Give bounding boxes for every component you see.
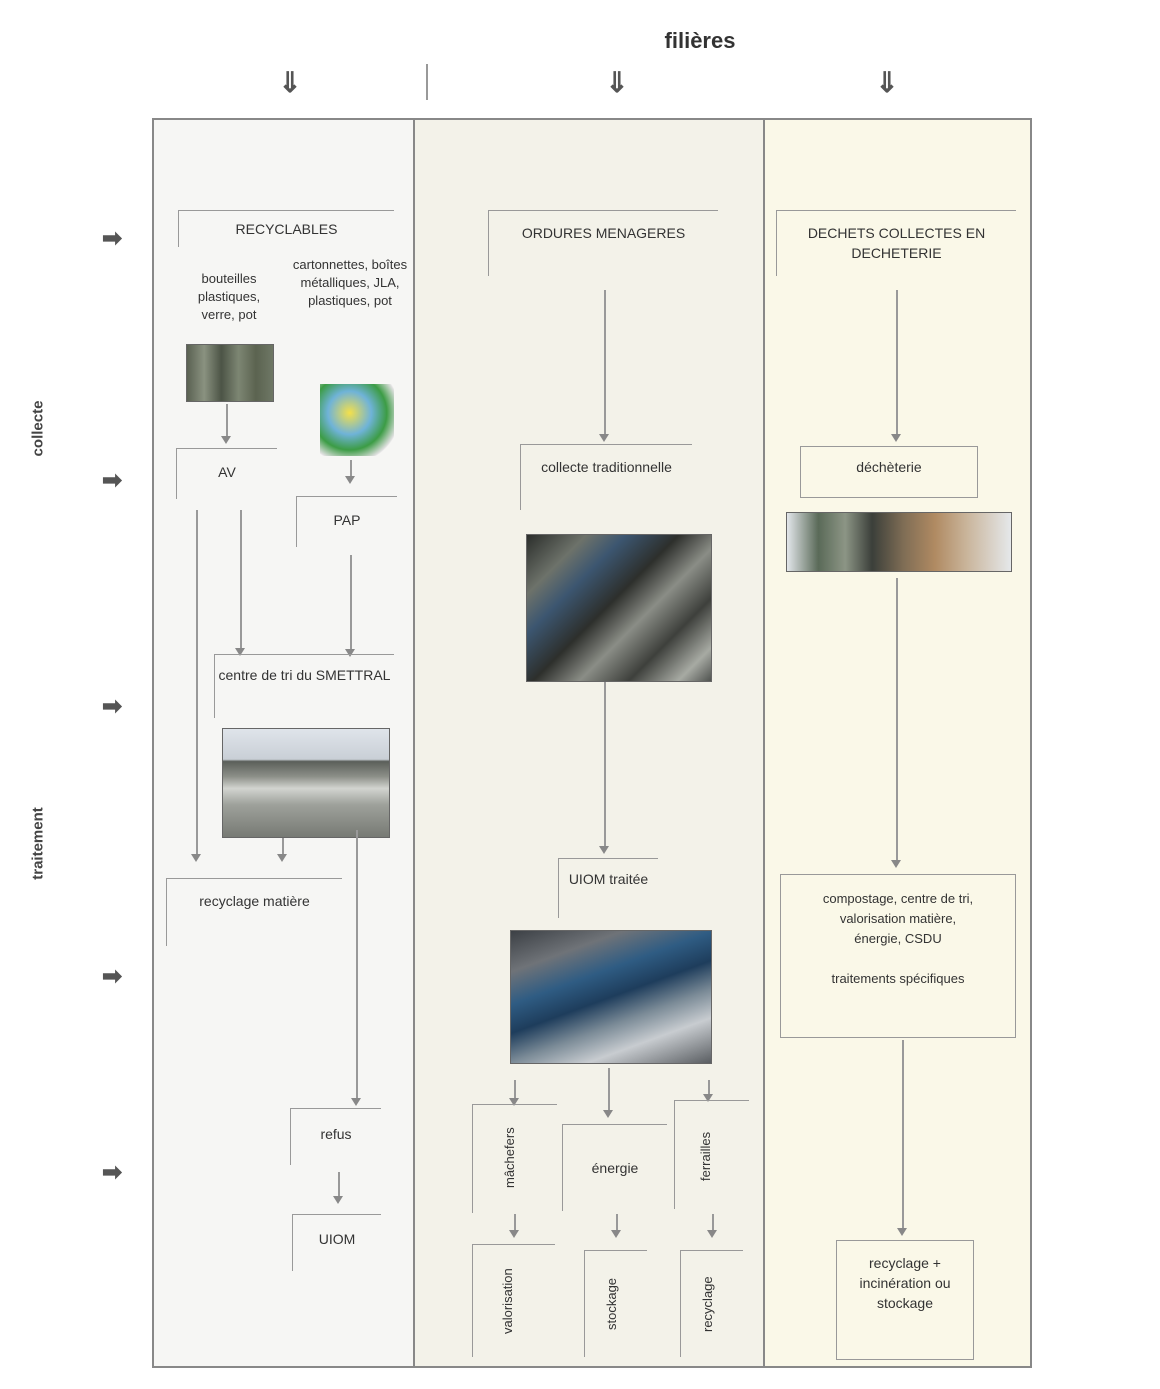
refus-box: refus xyxy=(290,1108,381,1165)
arrow-down-icon xyxy=(603,1110,613,1118)
down-arrow-icon: ⇓ xyxy=(605,67,629,98)
right-arrow-icon: ➡ xyxy=(102,467,123,494)
ferrailles-label: ferrailles xyxy=(698,1131,713,1181)
photo-containers xyxy=(186,344,274,402)
final-treatment-box: recyclage + incinération ou stockage xyxy=(836,1240,974,1360)
arrow-down-icon xyxy=(611,1230,621,1238)
valorisation-label: valorisation xyxy=(500,1268,515,1334)
photo-incineration-plant xyxy=(510,930,712,1064)
ordures-title: ORDURES MENAGERES xyxy=(488,210,718,276)
traitements-specifiques-label: traitements spécifiques xyxy=(831,971,965,986)
right-arrow-icon: ➡ xyxy=(102,1159,123,1186)
valorisation-box xyxy=(472,1244,555,1357)
arrow-down-icon xyxy=(351,1098,361,1106)
right-arrow-icon: ➡ xyxy=(102,963,123,990)
right-arrow-icon: ➡ xyxy=(102,693,123,720)
machefers-box xyxy=(472,1104,557,1213)
arrow-down-icon xyxy=(191,854,201,862)
arrow-down-icon xyxy=(897,1228,907,1236)
photo-recycle-bag xyxy=(320,384,394,456)
arrow-down-icon xyxy=(345,476,355,484)
header-divider xyxy=(426,64,428,100)
centre-tri-box: centre de tri du SMETTRAL xyxy=(214,654,394,718)
diagram-title: filières xyxy=(664,28,736,53)
decheterie-title: DECHETS COLLECTES EN DECHETERIE xyxy=(776,210,1016,276)
photo-collection-truck xyxy=(526,534,712,682)
ferrailles-box xyxy=(674,1100,749,1209)
arrow-down-icon xyxy=(277,854,287,862)
uiom-refus-box: UIOM xyxy=(292,1214,381,1271)
arrow-down-icon xyxy=(221,436,231,444)
arrow-down-icon xyxy=(509,1230,519,1238)
right-arrow-icon: ➡ xyxy=(102,225,123,252)
down-arrow-icon: ⇓ xyxy=(875,67,899,98)
recyclage-matiere-box: recyclage matière xyxy=(166,878,342,946)
arrow-down-icon xyxy=(703,1094,713,1102)
arrow-down-icon xyxy=(333,1196,343,1204)
column-decheterie xyxy=(764,118,1032,1368)
side-label-traitement: traitement xyxy=(29,807,47,880)
column-divider xyxy=(413,118,415,1368)
arrow-down-icon xyxy=(235,648,245,656)
pap-box: PAP xyxy=(296,496,397,547)
diagram-frame xyxy=(152,118,1032,1368)
recyclage-ferrailles-label: recyclage xyxy=(700,1276,715,1332)
machefers-label: mâchefers xyxy=(502,1127,517,1189)
down-arrow-icon: ⇓ xyxy=(278,67,302,98)
arrow-down-icon xyxy=(345,649,355,657)
energie-box: énergie xyxy=(562,1124,667,1211)
side-label-collecte: collecte xyxy=(29,400,47,457)
recyclables-sub-right: cartonnettes, boîtes métalliques, JLA, p… xyxy=(292,257,408,308)
arrow-down-icon xyxy=(891,434,901,442)
arrow-down-icon xyxy=(891,860,901,868)
recyclables-title: RECYCLABLES xyxy=(178,210,394,247)
photo-sorting-centre xyxy=(222,728,390,838)
arrow-down-icon xyxy=(707,1230,717,1238)
column-divider xyxy=(763,118,765,1368)
av-box: AV xyxy=(176,448,277,499)
traitement-decheterie-box: compostage, centre de tri, valorisation … xyxy=(780,874,1016,1038)
recyclables-sub-left: bouteilles plastiques, verre, pot xyxy=(197,271,261,322)
collecte-traditionnelle-box: collecte traditionnelle xyxy=(520,444,692,510)
stockage-label: stockage xyxy=(604,1277,619,1331)
arrow-down-icon xyxy=(599,846,609,854)
traitement-decheterie-label: compostage, centre de tri, valorisation … xyxy=(822,891,974,946)
photo-decheterie xyxy=(786,512,1012,572)
decheterie-box: déchèterie xyxy=(800,446,978,498)
recyclage-ferrailles-box xyxy=(680,1250,743,1357)
arrow-down-icon xyxy=(599,434,609,442)
arrow-down-icon xyxy=(509,1098,519,1106)
uiom-traitee-box: UIOM traitée xyxy=(558,858,658,918)
stockage-box xyxy=(584,1250,647,1357)
